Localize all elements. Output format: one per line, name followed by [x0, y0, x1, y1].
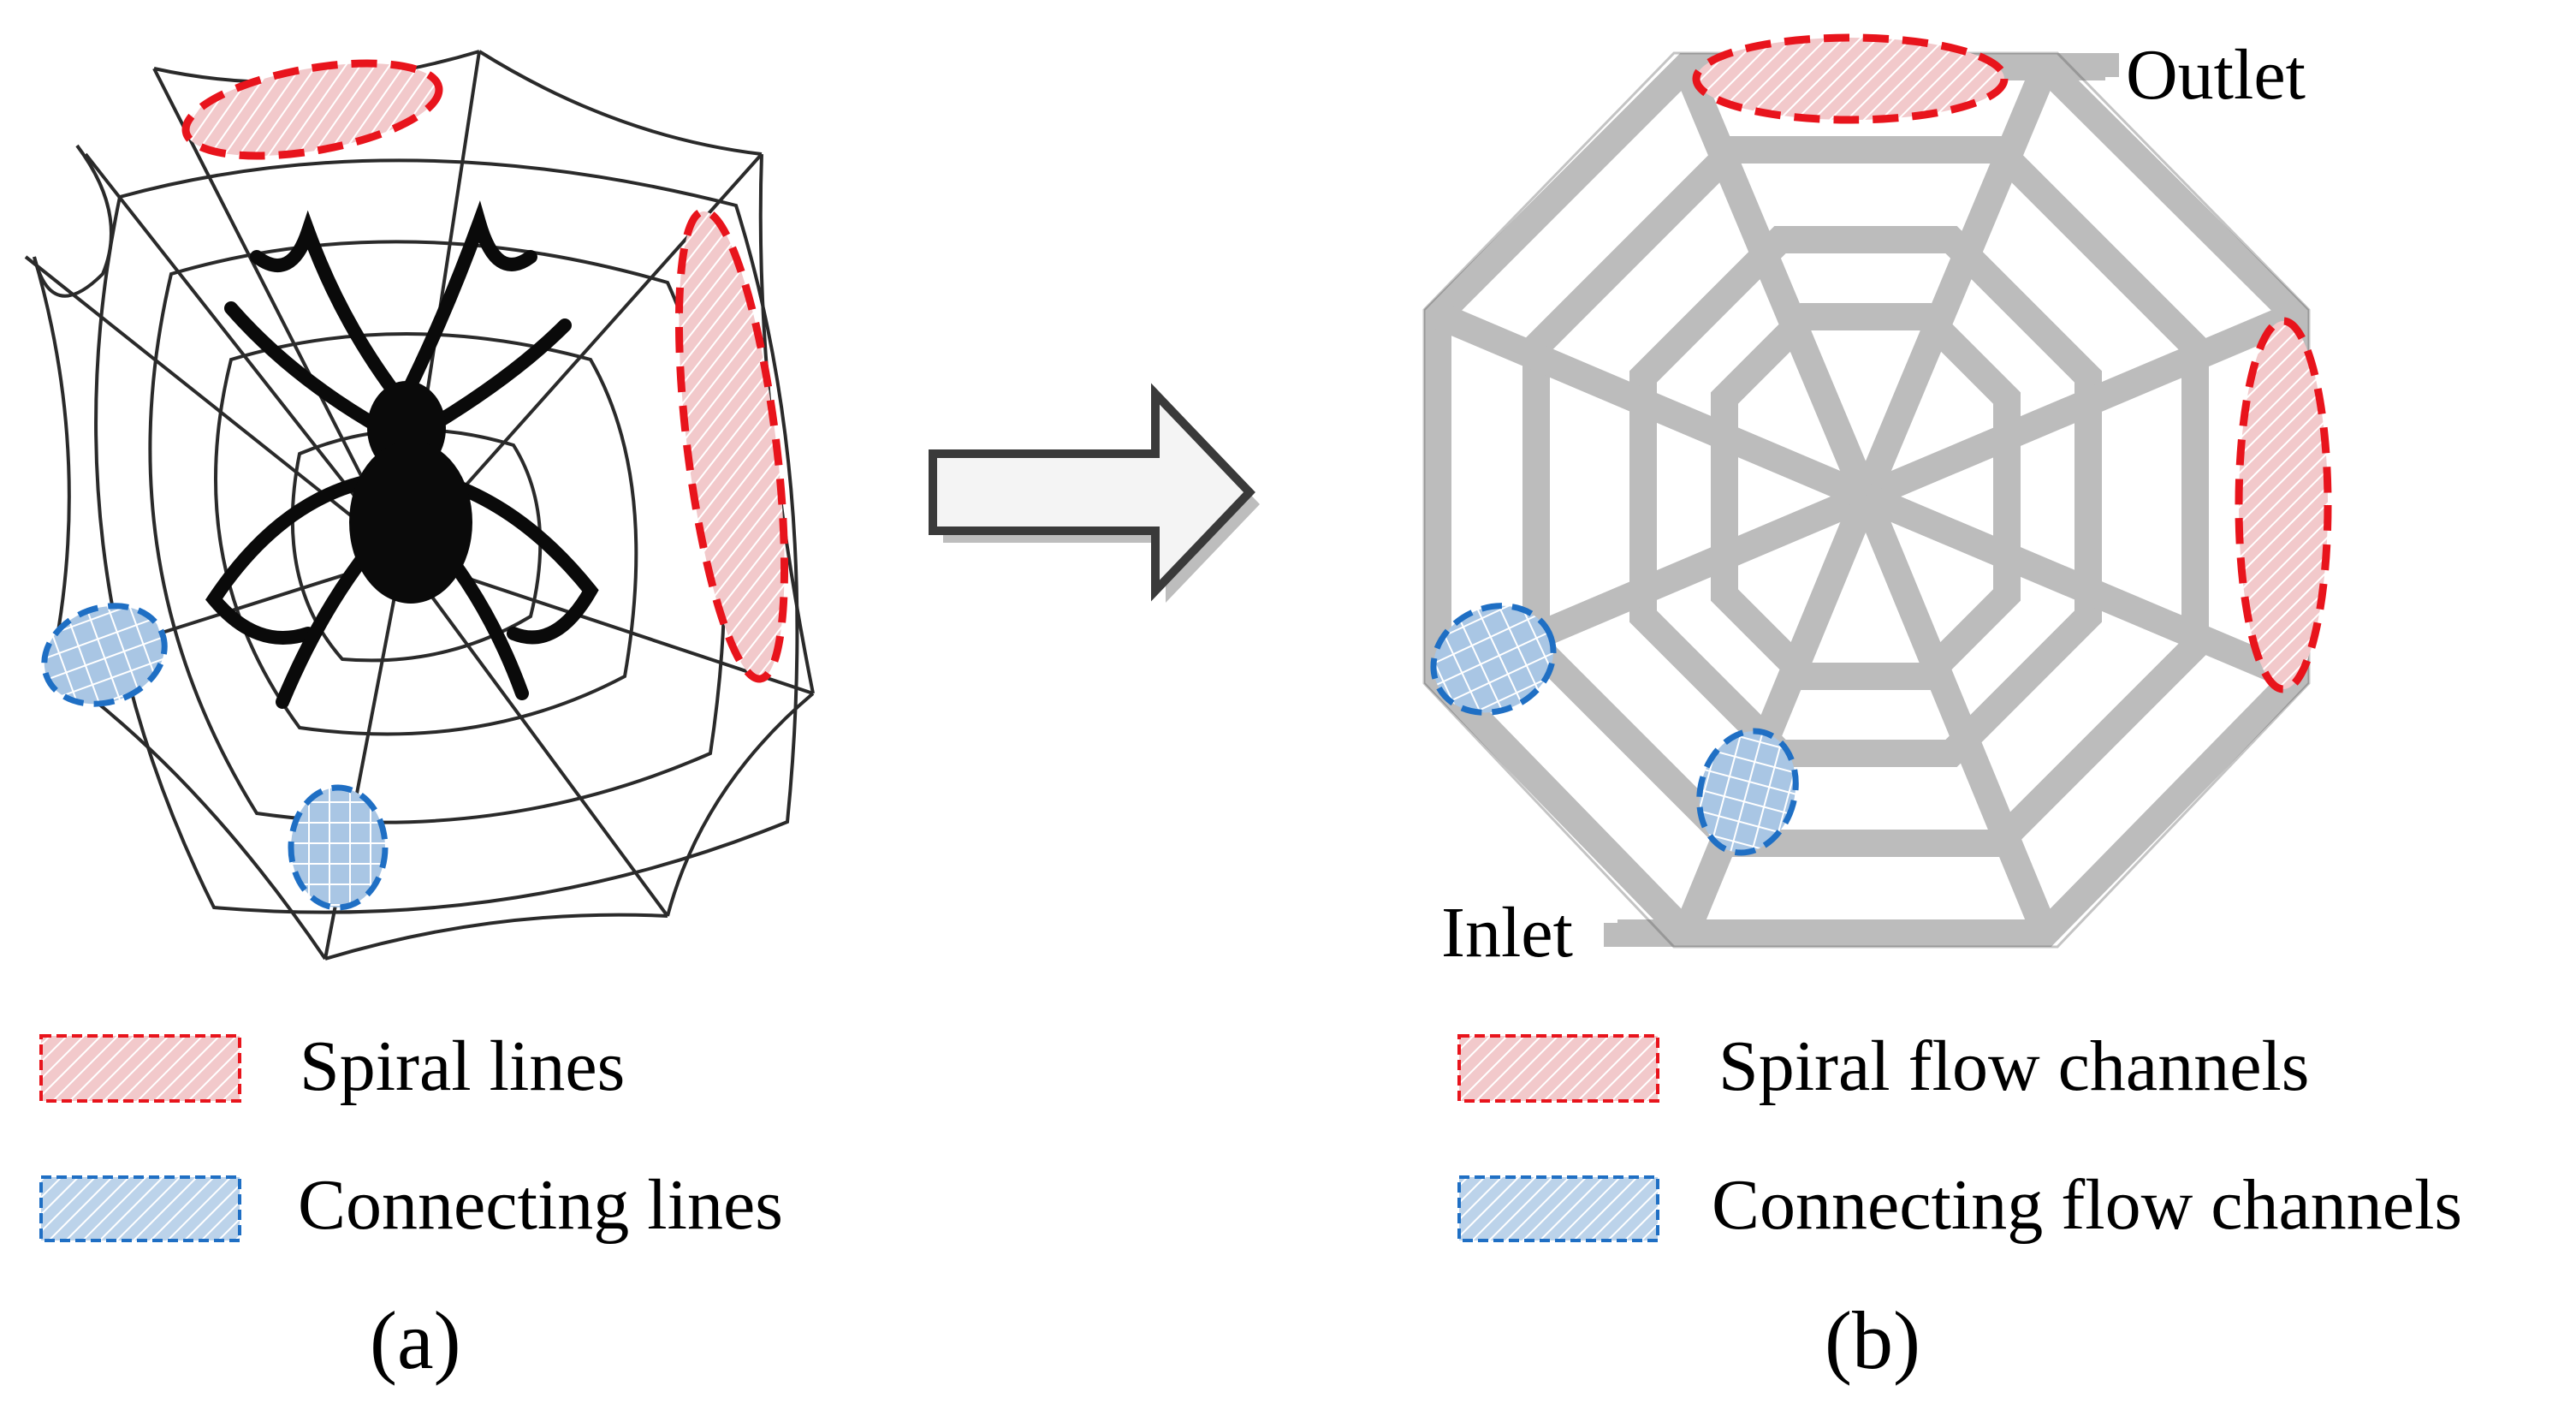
legend-a-connecting-label: Connecting lines: [298, 1165, 783, 1245]
spiral-channel-highlight-top: [1692, 33, 2009, 124]
spiral-line-highlight-top: [181, 59, 443, 160]
panel-a-label: (a): [370, 1294, 461, 1386]
spider-icon: [205, 200, 599, 709]
legend-b-connecting-label: Connecting flow channels: [1712, 1165, 2463, 1245]
legend-a-spiral-label: Spiral lines: [300, 1026, 626, 1106]
legend-swatches: [39, 1034, 1659, 1242]
panel-b-label: (b): [1825, 1294, 1920, 1386]
legend-b-spiral-label: Spiral flow channels: [1718, 1026, 2310, 1106]
connecting-channel-highlight-bottom: [1696, 728, 1799, 856]
outlet-label: Outlet: [2126, 35, 2306, 115]
panel-b: [1422, 33, 2332, 949]
flow-field-channels: [1424, 53, 2309, 947]
legend-b-connecting-swatch: [1457, 1175, 1659, 1242]
inlet-label: Inlet: [1441, 893, 1573, 973]
spiral-line-highlight-right: [674, 207, 789, 683]
spiral-channel-highlight-right: [2235, 317, 2332, 693]
legend-a-spiral-swatch: [39, 1034, 241, 1103]
panel-a: [24, 50, 815, 961]
legend-b-spiral-swatch: [1457, 1034, 1659, 1103]
right-arrow-icon: [929, 383, 1260, 603]
connecting-line-highlight-left: [41, 603, 168, 707]
connecting-channel-highlight-left: [1430, 603, 1557, 716]
connecting-line-highlight-bottom: [288, 784, 389, 911]
legend-a-connecting-swatch: [39, 1175, 241, 1242]
